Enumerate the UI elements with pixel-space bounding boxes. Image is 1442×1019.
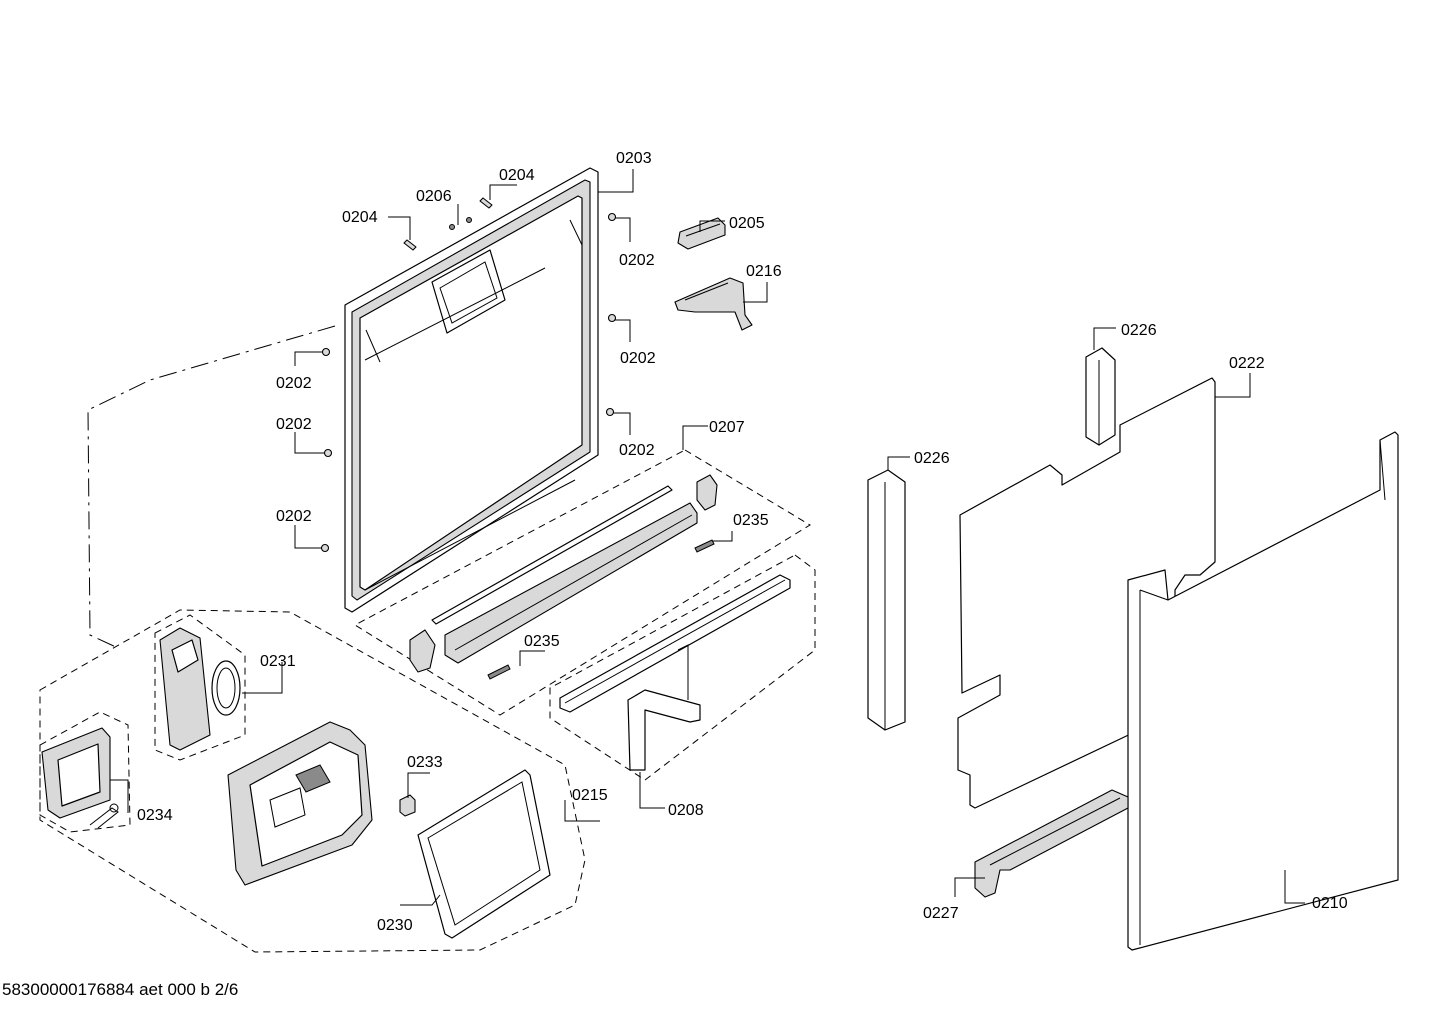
callout-0205: 0205 <box>729 215 765 232</box>
callout-0208: 0208 <box>668 802 704 819</box>
door-rail-parts <box>409 474 718 680</box>
assembly-group-0234 <box>39 711 131 833</box>
callout-0207: 0207 <box>709 419 745 436</box>
dispenser-seal-parts <box>159 627 241 751</box>
callout-0233: 0233 <box>407 754 443 771</box>
callout-0227: 0227 <box>923 905 959 922</box>
door-latch-parts <box>674 217 753 331</box>
callout-0202: 0202 <box>620 350 656 367</box>
callout-0203: 0203 <box>616 150 652 167</box>
leader-lines <box>110 169 1305 906</box>
side-trim-parts <box>867 347 1116 731</box>
callout-0235: 0235 <box>733 512 769 529</box>
assembly-group-0207 <box>353 449 811 716</box>
assembly-outline-left <box>87 325 336 649</box>
dispenser-gasket-frame <box>417 769 551 939</box>
callout-0235: 0235 <box>524 633 560 650</box>
control-panel-part <box>41 727 119 829</box>
screw-set <box>320 197 617 553</box>
callout-0202: 0202 <box>276 375 312 392</box>
callout-0234: 0234 <box>137 807 173 824</box>
small-button-part <box>399 794 416 817</box>
callout-0231: 0231 <box>260 653 296 670</box>
assembly-group-0231 <box>154 614 246 761</box>
callout-0230: 0230 <box>377 917 413 934</box>
callout-0215: 0215 <box>572 787 608 804</box>
callout-0202: 0202 <box>619 442 655 459</box>
callout-0216: 0216 <box>746 263 782 280</box>
document-id-footer: 58300000176884 aet 000 b 2/6 <box>2 980 239 999</box>
assembly-group-0215 <box>39 609 586 953</box>
bracket-assembly <box>559 574 791 771</box>
door-inner-frame <box>344 167 599 613</box>
bottom-trim-part <box>974 789 1129 898</box>
callout-0222: 0222 <box>1229 355 1265 372</box>
callout-0204: 0204 <box>342 209 378 226</box>
assembly-group-0208 <box>549 554 816 781</box>
callout-0202: 0202 <box>619 252 655 269</box>
callout-0204: 0204 <box>499 167 535 184</box>
callout-0202: 0202 <box>276 416 312 433</box>
callout-0226: 0226 <box>1121 322 1157 339</box>
callout-0202: 0202 <box>276 508 312 525</box>
callout-0206: 0206 <box>416 188 452 205</box>
callout-0210: 0210 <box>1312 895 1348 912</box>
outer-door-panel <box>1127 431 1399 951</box>
dispenser-body <box>227 721 373 886</box>
callout-0226: 0226 <box>914 450 950 467</box>
